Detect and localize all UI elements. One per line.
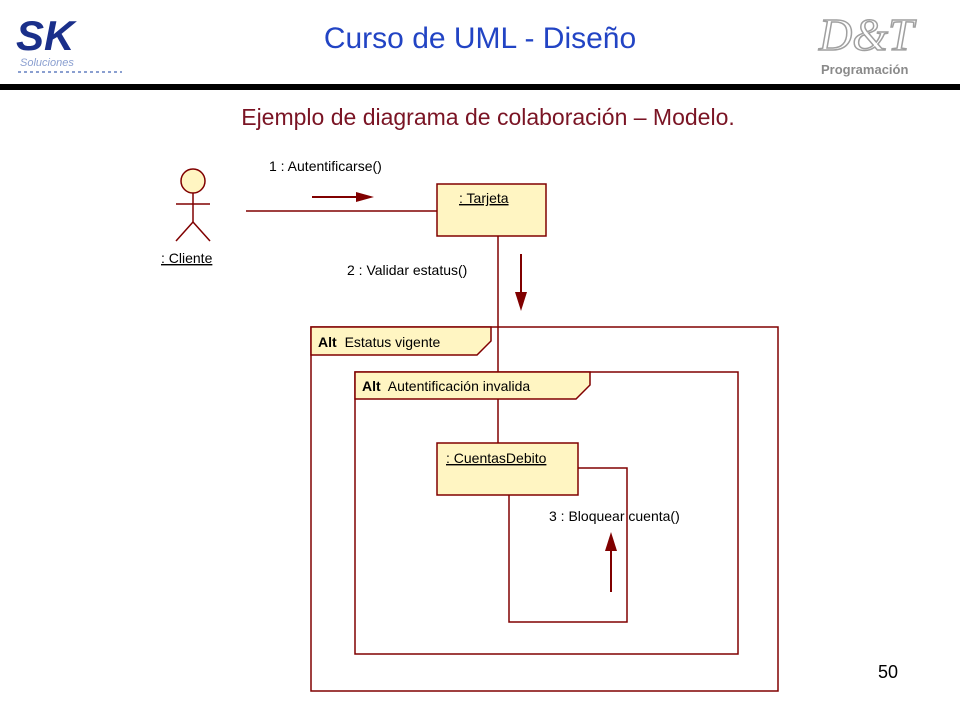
message-1-arrow xyxy=(356,192,374,202)
svg-text:Alt Autentificación invali: Alt Autentificación invalida xyxy=(362,378,530,394)
dt-logo: D&T Programación xyxy=(817,8,918,77)
actor-head xyxy=(180,168,206,194)
dt-logo-subtext: Programación xyxy=(821,62,908,77)
svg-text:Alt Estatus vigente: Alt Estatus vigente xyxy=(318,334,441,350)
object-tarjeta-label: : Tarjeta xyxy=(459,190,509,206)
object-cuentasdebito-label: : CuentasDebito xyxy=(446,450,547,466)
message-2-label: 2 : Validar estatus() xyxy=(347,262,467,278)
message-3-arrow xyxy=(605,532,617,551)
sk-logo-text: SK xyxy=(16,12,77,59)
message-3-label: 3 : Bloquear cuenta() xyxy=(549,508,680,524)
object-cuentasdebito xyxy=(436,442,579,496)
fragment-outer xyxy=(310,326,779,692)
object-tarjeta xyxy=(436,183,547,237)
self-link-cuentasdebito xyxy=(508,467,628,623)
actor-label: : Cliente xyxy=(161,250,213,266)
message-1-label: 1 : Autentificarse() xyxy=(269,158,382,174)
page-number: 50 xyxy=(878,662,899,682)
fragment-outer-label-box xyxy=(310,326,492,356)
sk-logo: SK Soluciones xyxy=(16,12,122,73)
message-2-arrow xyxy=(515,292,527,311)
fragment-inner-operator: Alt xyxy=(362,378,381,394)
header-divider xyxy=(0,84,960,90)
dt-logo-text: D&T xyxy=(818,9,917,60)
sk-logo-subtext: Soluciones xyxy=(20,57,74,69)
fragment-inner-guard: Autentificación invalida xyxy=(388,378,531,394)
fragment-outer-guard: Estatus vigente xyxy=(345,334,441,350)
slide-subtitle: Ejemplo de diagrama de colaboración – Mo… xyxy=(241,104,735,130)
fragment-inner-label-box xyxy=(354,371,591,400)
fragment-outer-operator: Alt xyxy=(318,334,337,350)
actor-cliente xyxy=(175,168,211,242)
page-title: Curso de UML - Diseño xyxy=(323,22,637,55)
fragment-inner xyxy=(354,371,739,655)
